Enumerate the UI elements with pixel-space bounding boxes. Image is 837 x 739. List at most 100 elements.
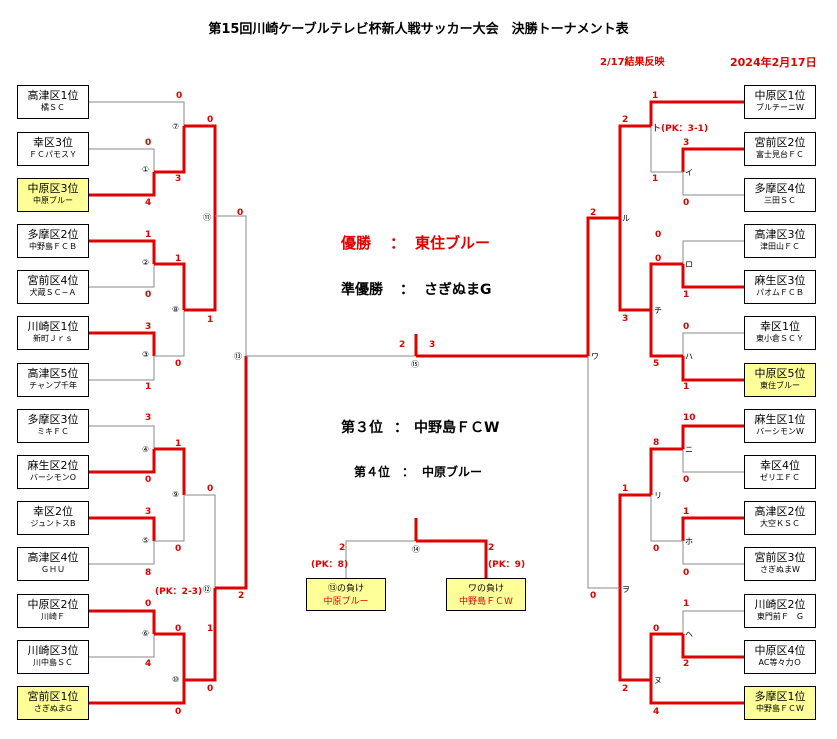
right-node-label: チ bbox=[654, 306, 662, 315]
third-right-box: ワの負け 中野島ＦＣW bbox=[446, 578, 526, 611]
third-right-box-line2: 中野島ＦＣW bbox=[459, 597, 513, 607]
runner-up-sep: ： bbox=[400, 282, 414, 298]
left-node-label: ① bbox=[142, 165, 150, 174]
team-name-label: ＦＣパモスＹ bbox=[29, 150, 77, 159]
right-pk-label: ト(PK：3-1) bbox=[652, 124, 709, 134]
third-label: 第３位 bbox=[341, 420, 383, 436]
team-name-label: ゼリエＦＣ bbox=[760, 473, 800, 482]
team-district-label: 多摩区1位 bbox=[754, 690, 806, 703]
third-node: ⑭ bbox=[412, 545, 420, 554]
right-node-label: ニ bbox=[685, 445, 693, 454]
right-team-box: 麻生区1位バーシモンW bbox=[744, 409, 816, 443]
team-name-label: 富士見台ＦＣ bbox=[756, 150, 804, 159]
right-team-box: 中原区1位ブルチーニW bbox=[744, 85, 816, 119]
team-name-label: さぎぬまW bbox=[760, 565, 800, 574]
bracket-line bbox=[682, 240, 744, 264]
left-score-label: 0 bbox=[207, 684, 214, 694]
bracket-line bbox=[345, 540, 416, 578]
right-team-box: 幸区1位東小倉ＳＣＹ bbox=[744, 316, 816, 350]
left-node-label: ⑬ bbox=[234, 352, 242, 361]
winner-label: 優勝 bbox=[341, 234, 372, 252]
team-district-label: 中原区1位 bbox=[754, 89, 806, 102]
left-score-label: 4 bbox=[145, 659, 152, 669]
bracket-line bbox=[681, 516, 744, 541]
right-score-label: 2 bbox=[683, 659, 690, 669]
team-name-label: 東住ブルー bbox=[760, 381, 800, 390]
right-score-label: 1 bbox=[652, 174, 659, 184]
runner-up-team: さぎぬまG bbox=[424, 282, 492, 298]
bracket-line bbox=[215, 356, 248, 590]
bracket-line bbox=[681, 424, 744, 449]
team-name-label: 中野島ＦＣW bbox=[756, 704, 804, 713]
right-team-box: 高津区3位津田山ＦＣ bbox=[744, 224, 816, 258]
bracket-line bbox=[89, 172, 156, 197]
right-node-label: ホ bbox=[685, 537, 693, 546]
bracket-line bbox=[681, 634, 744, 659]
team-district-label: 幸区4位 bbox=[760, 459, 800, 472]
left-score-label: 0 bbox=[145, 599, 152, 609]
third-left-box-line1: ⑬の負け bbox=[327, 584, 364, 594]
fourth-team: 中原ブルー bbox=[422, 465, 483, 479]
right-team-box: 中原区5位東住ブルー bbox=[744, 363, 816, 397]
bracket-line bbox=[681, 147, 744, 172]
fourth-sep: ： bbox=[402, 465, 415, 479]
bracket-line bbox=[154, 495, 185, 542]
team-name-label: バーシモンW bbox=[756, 427, 804, 436]
left-score-label: 0 bbox=[145, 290, 152, 300]
left-score-label: 0 bbox=[207, 484, 214, 494]
left-score-label: 0 bbox=[175, 624, 182, 634]
bracket-line bbox=[649, 310, 683, 358]
left-score-label: 3 bbox=[175, 174, 182, 184]
winner-sep: ： bbox=[390, 234, 406, 252]
bracket-line bbox=[154, 632, 186, 680]
right-node-label: ロ bbox=[685, 260, 693, 269]
right-score-label: 1 bbox=[622, 484, 629, 494]
left-team-box: 川崎区1位新町Ｊｒｓ bbox=[17, 316, 89, 350]
bracket-line bbox=[649, 100, 744, 126]
team-district-label: 川崎区1位 bbox=[27, 320, 79, 333]
team-name-label: 中原ブルー bbox=[33, 196, 73, 205]
left-score-label: 1 bbox=[175, 439, 182, 449]
left-score-label: 1 bbox=[207, 624, 214, 634]
bracket-line bbox=[89, 331, 156, 356]
runner-up-label: 準優勝 bbox=[341, 282, 383, 298]
left-score-label: 1 bbox=[145, 382, 152, 392]
final-right-score: 3 bbox=[429, 340, 436, 350]
left-score-label: 0 bbox=[207, 115, 214, 125]
right-team-box: 麻生区3位パオムＦＣＢ bbox=[744, 270, 816, 304]
right-score-label: 0 bbox=[683, 198, 690, 208]
right-node-label: イ bbox=[685, 168, 693, 177]
fourth-label: 第４位 bbox=[354, 465, 391, 479]
bracket-line bbox=[89, 101, 185, 126]
bracket-line bbox=[649, 262, 683, 310]
left-score-label: 1 bbox=[175, 254, 182, 264]
team-name-label: 川中島ＳＣ bbox=[33, 658, 73, 667]
right-node-label: ル bbox=[622, 214, 630, 223]
right-node-label: ヘ bbox=[685, 630, 693, 639]
team-district-label: 麻生区2位 bbox=[27, 459, 79, 472]
left-score-label: 1 bbox=[207, 315, 214, 325]
team-name-label: バーシモンO bbox=[29, 473, 77, 482]
right-score-label: 0 bbox=[683, 475, 690, 485]
team-name-label: 東小倉ＳＣＹ bbox=[756, 334, 804, 343]
left-score-label: 8 bbox=[145, 568, 152, 578]
left-score-label: 4 bbox=[145, 198, 152, 208]
left-score-label: 0 bbox=[175, 707, 182, 717]
left-score-label: 3 bbox=[145, 507, 152, 517]
bracket-line bbox=[681, 264, 744, 289]
right-node-label: ヲ bbox=[622, 585, 630, 594]
team-name-label: ジュントスB bbox=[30, 519, 76, 528]
left-node-label: ⑨ bbox=[172, 490, 180, 499]
right-score-label: 8 bbox=[653, 438, 660, 448]
bracket-line bbox=[89, 239, 156, 264]
team-district-label: 幸区2位 bbox=[33, 505, 73, 518]
left-node-label: ⑫ bbox=[203, 585, 211, 594]
bracket-line bbox=[618, 493, 651, 588]
left-team-box: 多摩区2位中野島ＦＣＢ bbox=[17, 224, 89, 258]
team-district-label: 中原区4位 bbox=[754, 644, 806, 657]
bracket-line bbox=[587, 356, 620, 589]
left-team-box: 中原区2位川崎Ｆ bbox=[17, 594, 89, 628]
third-right-score: 2 bbox=[488, 543, 495, 553]
left-team-box: 麻生区2位バーシモンO bbox=[17, 455, 89, 489]
